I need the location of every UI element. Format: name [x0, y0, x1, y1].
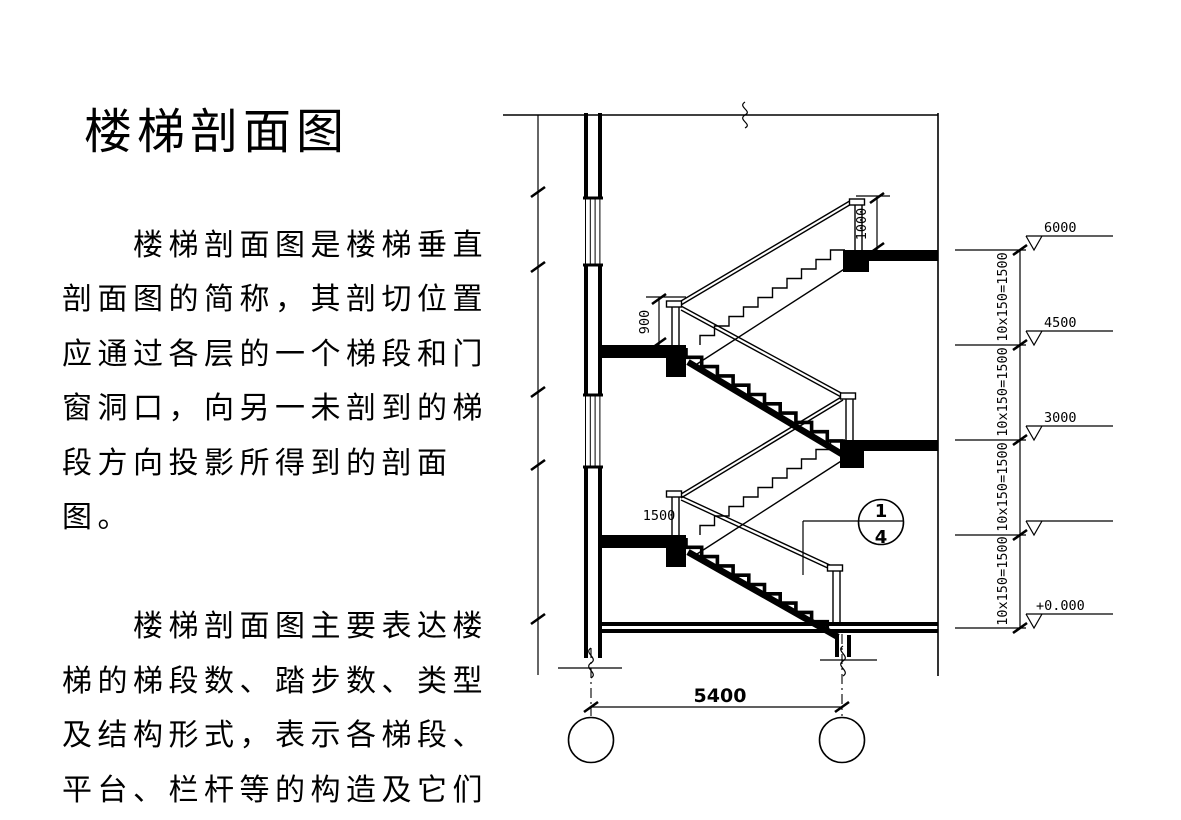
- bottom-dimension: 5400: [567, 634, 866, 764]
- floor-slab-6000: [843, 250, 938, 272]
- landing-slab-4500: [598, 345, 686, 377]
- grid-bubble-left: [567, 716, 615, 764]
- elevation-marker-1500: [1025, 520, 1113, 537]
- window-lower-icon: [583, 393, 603, 469]
- right-column-base: [820, 635, 877, 677]
- railing-upper-far: [680, 198, 854, 306]
- right-dimension-column: 10x150=1500 10x150=1500 10x150=1500 10x1…: [955, 243, 1028, 635]
- grid-bubble-right: [818, 716, 866, 764]
- riser-formula-3: 10x150=1500: [995, 442, 1011, 531]
- elevation-marker-6000: 6000: [1025, 220, 1113, 252]
- railing-post-6000: [848, 198, 866, 250]
- page-title: 楼梯剖面图: [84, 104, 350, 160]
- elevation-marker-0000: +0.000: [1025, 598, 1113, 630]
- body-paragraph-2: 楼梯剖面图主要表达楼 梯的梯段数、踏步数、类型 及结构形式，表示各梯段、 平台、…: [62, 609, 488, 808]
- floor-slab-3000: [840, 440, 938, 468]
- detail-callout: 1 4: [802, 498, 905, 575]
- railing-post-3000: [839, 392, 857, 440]
- dim-1500-label: 1500: [643, 508, 676, 524]
- stair-flight-cut-upper: [684, 348, 852, 462]
- railing-post-4500: [665, 300, 683, 345]
- elevation-6000-label: 6000: [1044, 220, 1077, 236]
- break-symbol-icon: [742, 101, 748, 129]
- ground-slab: [598, 622, 938, 633]
- railing-lower-far: [680, 395, 844, 499]
- detail-number: 1: [875, 501, 888, 522]
- riser-formula-1: 10x150=1500: [995, 252, 1011, 341]
- top-cut-line: [503, 101, 938, 129]
- elevation-4500-label: 4500: [1044, 315, 1077, 331]
- elevation-marker-3000: 3000: [1025, 410, 1113, 442]
- elevation-0000-label: +0.000: [1036, 598, 1085, 614]
- column-break-icon: [840, 645, 846, 677]
- stair-flight-cut-lower: [684, 538, 843, 640]
- stair-flight-far-lower: [696, 439, 850, 555]
- railing-post-ground: [826, 564, 844, 622]
- dim-5400-label: 5400: [694, 685, 747, 707]
- body-text: 楼梯剖面图是楼梯垂直 剖面图的简称，其剖切位置 应通过各层的一个梯段和门 窗洞口…: [62, 164, 514, 820]
- dimension-railing-mid: 900: [637, 292, 686, 350]
- railing-cut-lower: [680, 495, 833, 571]
- elevation-3000-label: 3000: [1044, 410, 1077, 426]
- landing-slab-1500: [598, 535, 686, 567]
- elevation-marker-4500: 4500: [1025, 315, 1113, 347]
- body-paragraph-1: 楼梯剖面图是楼梯垂直 剖面图的简称，其剖切位置 应通过各层的一个梯段和门 窗洞口…: [62, 227, 488, 536]
- dim-1000-label: 1000: [854, 208, 870, 241]
- riser-formula-2: 10x150=1500: [995, 347, 1011, 436]
- dim-900-label: 900: [637, 310, 653, 334]
- dimension-railing-upper: 1000: [854, 191, 890, 255]
- left-wall: [558, 113, 622, 679]
- railing-cut-upper: [680, 305, 844, 399]
- detail-sheet: 4: [875, 527, 888, 548]
- railing-post-1500: [665, 490, 683, 535]
- window-upper-icon: [583, 196, 603, 267]
- left-dimension-line: [530, 115, 546, 675]
- riser-formula-4: 10x150=1500: [995, 536, 1011, 625]
- stair-flight-far-upper: [696, 249, 850, 365]
